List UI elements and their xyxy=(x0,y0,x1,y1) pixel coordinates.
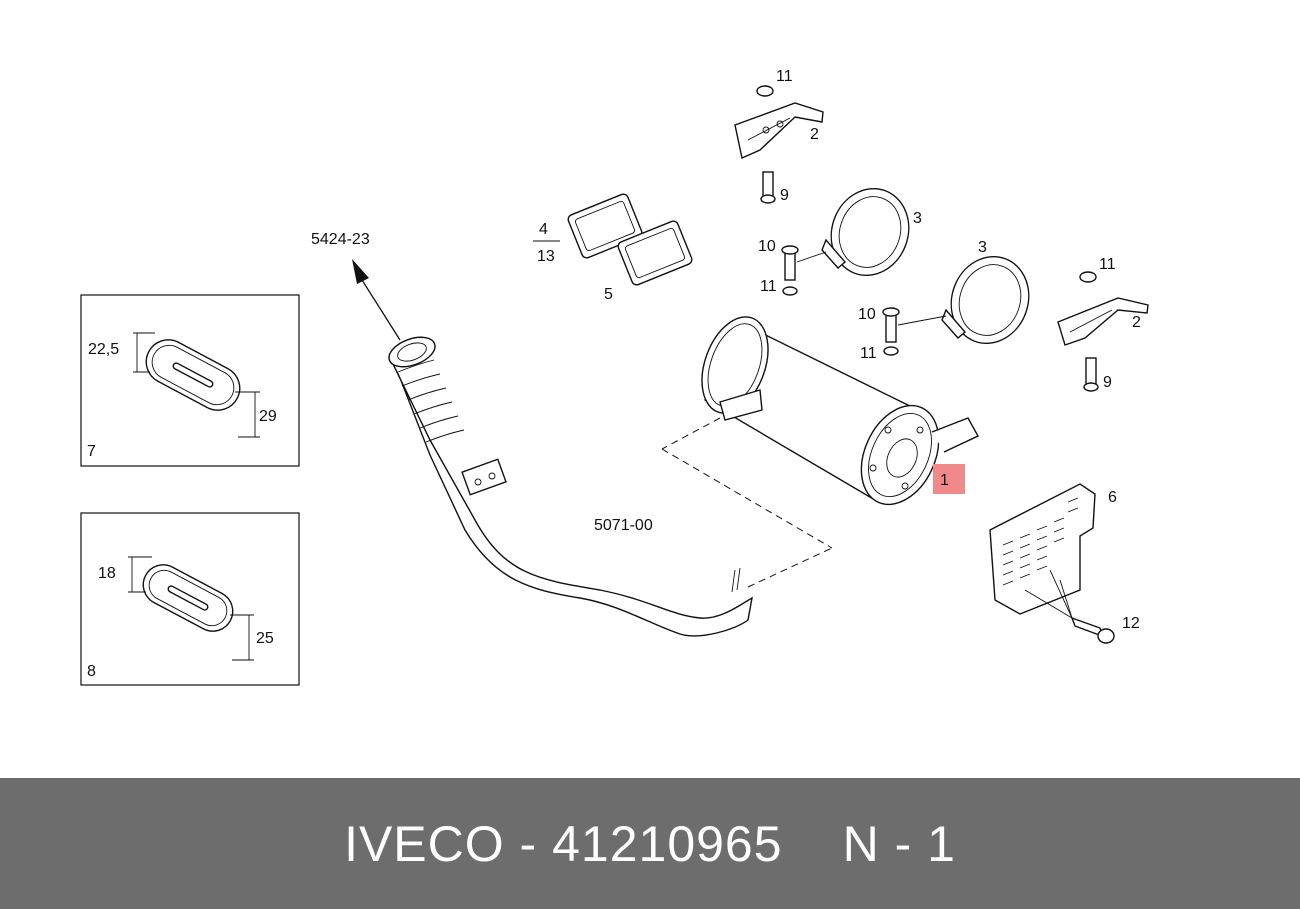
callout-11-lower: 11 xyxy=(860,345,877,362)
reference-5424-23: 5424-23 xyxy=(311,231,370,248)
part-footer-bar: IVECO - 41210965 N - 1 xyxy=(0,778,1300,909)
gasket-plate-5 xyxy=(617,220,693,286)
bolt-10-upper xyxy=(781,245,827,296)
clamp-3-left xyxy=(821,187,910,277)
bolt-12 xyxy=(1070,616,1115,644)
exhaust-pipe-5071-00 xyxy=(352,259,833,637)
callout-7: 7 xyxy=(87,443,96,460)
callout-9-upper: 9 xyxy=(780,187,789,204)
callout-10-upper: 10 xyxy=(758,238,776,255)
dim-label-25: 25 xyxy=(256,630,274,647)
callout-1: 1 xyxy=(940,472,949,489)
callout-3-left: 3 xyxy=(913,210,922,227)
clamp-3-right xyxy=(941,255,1030,345)
dim-label-22-5: 22,5 xyxy=(88,341,119,358)
callout-11-right: 11 xyxy=(1099,256,1116,273)
callout-11-upper: 11 xyxy=(760,278,777,295)
callout-2-upper: 2 xyxy=(810,126,819,143)
inset-gasket-8: 18 25 8 xyxy=(80,512,300,686)
callout-1-highlight xyxy=(933,464,965,494)
part-code: IVECO - 41210965 xyxy=(344,815,783,872)
position-code: N - 1 xyxy=(842,815,956,872)
heat-shield-6 xyxy=(989,483,1096,619)
reference-5071-00: 5071-00 xyxy=(594,517,653,534)
dim-label-18: 18 xyxy=(98,565,116,582)
callout-13: 13 xyxy=(537,248,555,265)
dim-label-29: 29 xyxy=(259,408,277,425)
exploded-parts-diagram: 22,5 29 7 18 25 8 xyxy=(80,68,1149,686)
callout-4: 4 xyxy=(539,221,548,238)
callout-8: 8 xyxy=(87,663,96,680)
callout-12: 12 xyxy=(1122,615,1140,632)
bolt-10-lower xyxy=(882,307,947,356)
callout-6: 6 xyxy=(1108,489,1117,506)
callout-2-lower: 2 xyxy=(1132,314,1141,331)
callout-3-right: 3 xyxy=(978,239,987,256)
muffler-1 xyxy=(661,316,979,549)
inset-gasket-7: 22,5 29 7 xyxy=(80,294,300,467)
callout-11-top: 11 xyxy=(776,68,793,85)
bracket-2-upper xyxy=(734,85,824,204)
callout-5: 5 xyxy=(604,286,613,303)
bracket-2-lower xyxy=(1057,271,1149,392)
callout-9-lower: 9 xyxy=(1103,374,1112,391)
footer-text: IVECO - 41210965 N - 1 xyxy=(344,815,956,873)
callout-10-lower: 10 xyxy=(858,306,876,323)
